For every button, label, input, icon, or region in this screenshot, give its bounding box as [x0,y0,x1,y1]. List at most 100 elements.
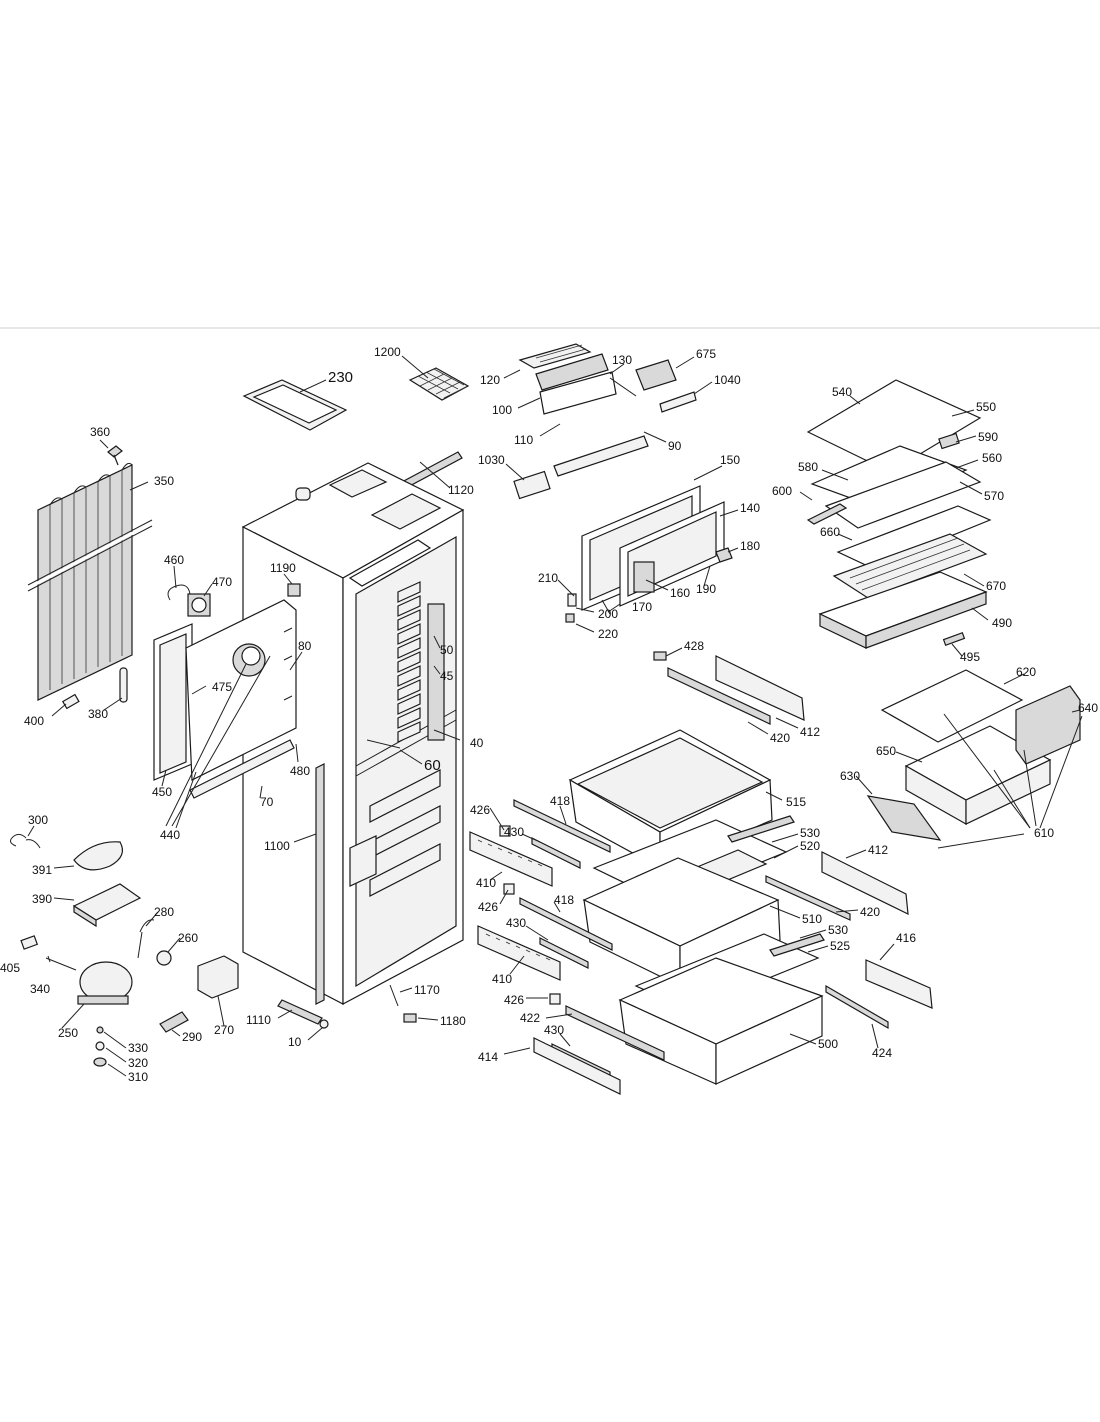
rails-left [469,799,665,1095]
top-cover-230 [242,379,348,431]
label-650: 650 [876,744,896,758]
label-1180: 1180 [440,1014,466,1028]
label-1110: 1110 [246,1013,271,1027]
label-600: 600 [772,484,792,498]
label-1030: 1030 [478,453,505,467]
label-480: 480 [290,764,310,778]
label-500: 500 [818,1037,838,1051]
label-660: 660 [820,525,840,539]
label-290: 290 [182,1030,202,1044]
lamp-1190 [287,583,301,597]
label-410-upper: 410 [476,876,496,890]
label-210: 210 [538,571,558,585]
label-525: 525 [830,939,850,953]
label-450: 450 [152,785,172,799]
label-40: 40 [470,736,484,750]
label-670: 670 [986,579,1006,593]
label-80: 80 [298,639,312,653]
label-160: 160 [670,586,690,600]
label-230: 230 [328,369,353,386]
label-412-upper: 412 [800,725,820,739]
label-430-middle: 430 [506,916,526,930]
label-190: 190 [696,582,716,596]
label-430-upper: 430 [504,825,524,839]
label-10: 10 [288,1035,302,1049]
label-418-lower: 418 [554,893,574,907]
label-426-lower: 426 [504,993,524,1007]
label-1100: 1100 [264,839,290,853]
label-428: 428 [684,639,704,653]
label-310: 310 [128,1070,148,1084]
part-labels: 230 1200 120 130 675 100 1040 110 90 103… [0,345,1098,1084]
label-520: 520 [800,839,820,853]
drawer-500 [618,957,824,1085]
condenser-coil [27,462,153,701]
label-60: 60 [424,757,441,774]
label-320: 320 [128,1056,148,1070]
label-1040: 1040 [714,373,741,387]
label-440: 440 [160,828,180,842]
label-550: 550 [976,400,996,414]
label-70: 70 [260,795,274,809]
label-414: 414 [478,1050,498,1064]
label-490: 490 [992,616,1012,630]
glass-shelves [806,379,992,649]
label-340: 340 [30,982,50,996]
label-1170: 1170 [414,983,440,997]
rails-upper [653,651,805,725]
grille-1200 [408,367,470,401]
label-426-upper: 426 [470,803,490,817]
label-426-middle: 426 [478,900,498,914]
rear-panel [185,599,297,799]
label-250: 250 [58,1026,78,1040]
leader-lines [27,355,1083,1077]
label-412-lower: 412 [868,843,888,857]
label-630: 630 [840,769,860,783]
label-580: 580 [798,460,818,474]
compressor-group [10,833,239,1067]
label-420-upper: 420 [770,731,790,745]
label-1120: 1120 [448,483,474,497]
label-570: 570 [984,489,1004,503]
label-380: 380 [88,707,108,721]
label-120: 120 [480,373,500,387]
label-475: 475 [212,680,232,694]
label-140: 140 [740,501,760,515]
label-180: 180 [740,539,760,553]
label-350: 350 [154,474,174,488]
label-515: 515 [786,795,806,809]
label-510: 510 [802,912,822,926]
label-675: 675 [696,347,716,361]
label-280: 280 [154,905,174,919]
label-270: 270 [214,1023,234,1037]
label-110: 110 [514,433,533,447]
label-45: 45 [440,669,454,683]
label-422: 422 [520,1011,540,1025]
label-220: 220 [598,627,618,641]
label-330: 330 [128,1041,148,1055]
label-260: 260 [178,931,198,945]
label-416: 416 [896,931,916,945]
label-50: 50 [440,643,454,657]
label-170: 170 [632,600,652,614]
part-drawings [10,343,1081,1095]
label-130: 130 [612,353,632,367]
label-420-lower: 420 [860,905,880,919]
label-530-upper: 530 [800,826,820,840]
label-418-upper: 418 [550,794,570,808]
label-405: 405 [0,961,20,975]
label-400: 400 [24,714,44,728]
label-410-lower: 410 [492,972,512,986]
evaporator-panel-450 [153,623,193,781]
label-424: 424 [872,1046,892,1060]
screw-360 [107,445,123,466]
bracket-460 [167,584,191,601]
label-620: 620 [1016,665,1036,679]
label-560: 560 [982,451,1002,465]
label-470: 470 [212,575,232,589]
fan-470 [187,593,211,617]
label-90: 90 [668,439,682,453]
label-495: 495 [960,650,980,664]
label-100: 100 [492,403,512,417]
